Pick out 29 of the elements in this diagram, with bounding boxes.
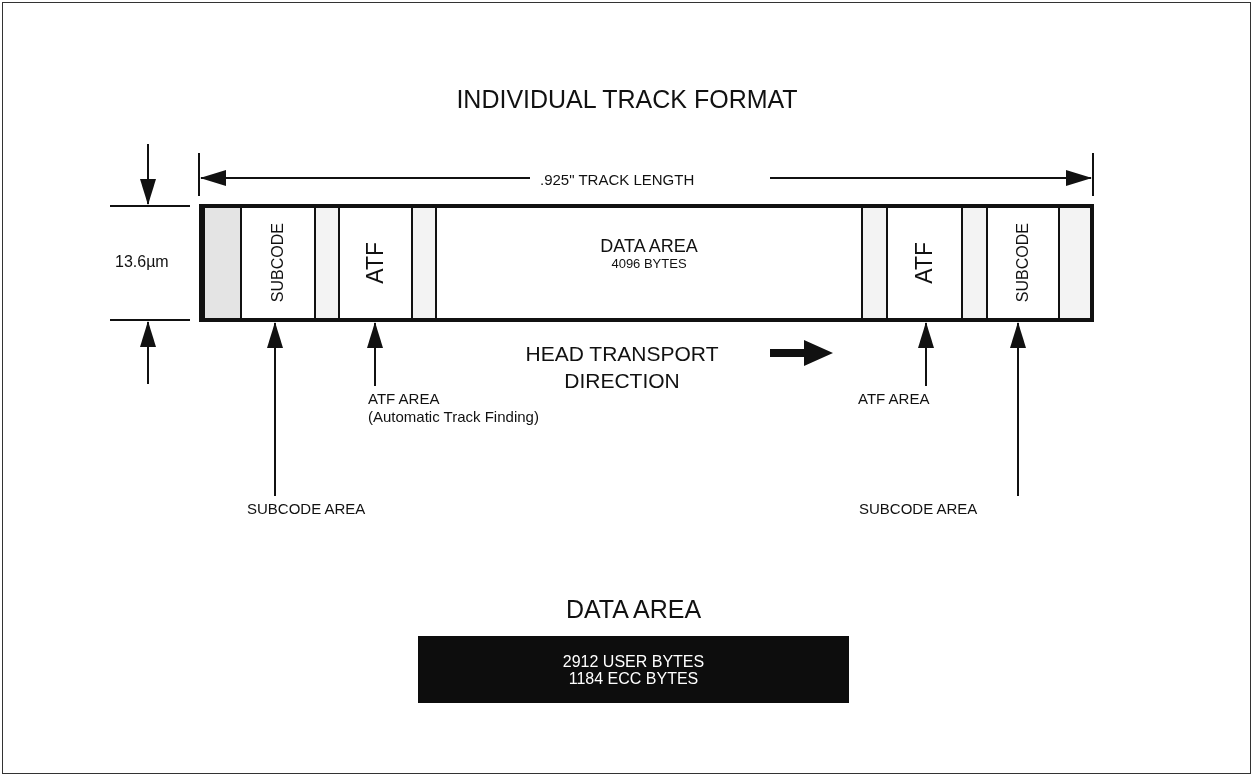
callout-note: (Automatic Track Finding) <box>368 408 539 426</box>
direction-label: HEAD TRANSPORT DIRECTION <box>524 341 720 395</box>
section-heading: DATA AREA <box>565 594 702 624</box>
track-segment <box>314 208 340 318</box>
leader-arrow <box>1010 322 1026 497</box>
track-bar <box>199 204 1094 322</box>
leader-arrow <box>918 322 934 387</box>
segment-label: ATF <box>362 242 389 284</box>
leader-arrow <box>367 322 383 387</box>
track-segment <box>961 208 988 318</box>
leader-arrow <box>267 322 283 497</box>
dimension-label: 13.6µm <box>115 252 169 272</box>
segment-label: SUBCODE <box>268 223 287 303</box>
track-segment <box>1058 208 1092 318</box>
callout-label: ATF AREA <box>368 390 441 408</box>
segment-label: ATF <box>911 242 938 284</box>
dimension-label: .925" TRACK LENGTH <box>540 170 695 190</box>
callout-label: ATF AREA <box>858 390 930 408</box>
track-segment <box>411 208 437 318</box>
segment-size: 4096 BYTES <box>611 256 687 272</box>
segment-label: SUBCODE <box>1013 223 1032 303</box>
callout-label: SUBCODE AREA <box>859 500 978 518</box>
track-segment <box>861 208 888 318</box>
byte-count: 1184 ECC BYTES <box>568 669 699 687</box>
track-segment <box>203 208 242 318</box>
byte-count: 2912 USER BYTES <box>562 652 705 670</box>
segment-label: DATA AREA <box>600 236 698 257</box>
callout-label: SUBCODE AREA <box>247 500 366 518</box>
diagram-title: INDIVIDUAL TRACK FORMAT <box>456 84 798 114</box>
